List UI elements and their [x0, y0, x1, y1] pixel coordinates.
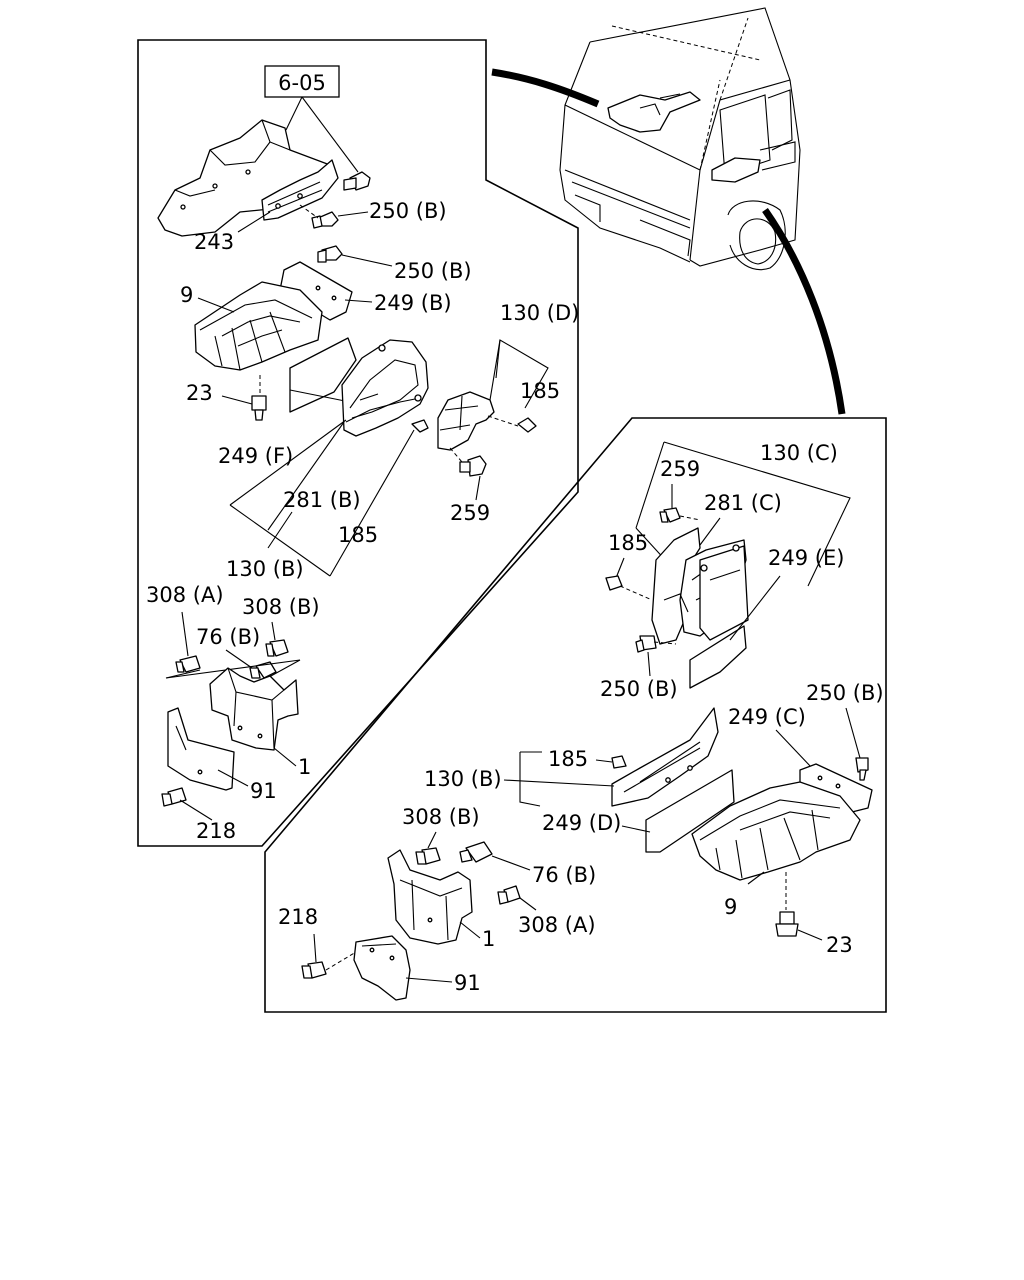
part-249e-plate: [689, 625, 747, 689]
label-9: 9: [180, 283, 193, 307]
label-130b: 130 (B): [226, 557, 304, 581]
label-218-right: 218: [278, 905, 318, 929]
part-281b-plate: [341, 339, 429, 437]
part-243-cover: [157, 119, 331, 237]
bolt-259-icon: [459, 455, 487, 477]
bolt-23-right-icon: [775, 911, 799, 937]
label-76b-right: 76 (B): [532, 863, 596, 887]
part-130c-assembly: [651, 527, 749, 645]
label-250b-1: 250 (B): [369, 199, 447, 223]
pointer-arrow-right: [762, 207, 846, 415]
bolt-185-right-panel-2-icon: [611, 755, 627, 769]
bolt-308a-right-icon: [497, 885, 521, 905]
bolt-259-right-icon: [659, 507, 681, 523]
label-91: 91: [250, 779, 277, 803]
part-130d-bracket: [437, 391, 495, 451]
bolt-308b-icon: [265, 639, 289, 657]
label-308a: 308 (A): [146, 583, 224, 607]
reference-label: 6-05: [278, 71, 326, 95]
bolt-185-left-icon: [411, 419, 429, 433]
label-130c-right: 130 (C): [760, 441, 838, 465]
label-281c-right: 281 (C): [704, 491, 782, 515]
bolt-76b-icon: [249, 661, 277, 679]
bolt-250b-right-2-icon: [855, 757, 869, 781]
left-panel-frame: [137, 39, 579, 847]
bolt-218-right-icon: [301, 961, 327, 979]
label-76b: 76 (B): [196, 625, 260, 649]
label-23: 23: [186, 381, 213, 405]
label-249c-right: 249 (C): [728, 705, 806, 729]
label-259-right: 259: [660, 457, 700, 481]
label-259: 259: [450, 501, 490, 525]
part-243-bracket: [261, 159, 339, 221]
bolt-250b-right-icon: [635, 635, 657, 653]
label-308a-right: 308 (A): [518, 913, 596, 937]
label-250b-right-1: 250 (B): [600, 677, 678, 701]
label-249e-right: 249 (E): [768, 546, 844, 570]
label-281b: 281 (B): [283, 488, 361, 512]
pointer-arrow-left: [491, 68, 600, 108]
part-91-plate-right: [353, 935, 411, 1001]
label-249b: 249 (B): [374, 291, 452, 315]
bolt-250b-second-icon: [317, 245, 343, 263]
label-130d: 130 (D): [500, 301, 579, 325]
label-185-right-1: 185: [608, 531, 648, 555]
part-9-step: [194, 281, 323, 371]
bolt-218-icon: [161, 787, 187, 807]
label-218: 218: [196, 819, 236, 843]
right-panel-frame: [264, 417, 887, 1013]
part-9-step-right: [691, 781, 861, 881]
label-243: 243: [194, 230, 234, 254]
label-249f: 249 (F): [218, 444, 293, 468]
label-130b-right: 130 (B): [424, 767, 502, 791]
label-91-right: 91: [454, 971, 481, 995]
label-308b: 308 (B): [242, 595, 320, 619]
label-185-2: 185: [338, 523, 378, 547]
part-249d-plate: [645, 769, 735, 853]
bolt-185-right-icon: [517, 417, 537, 433]
bolt-top-icon: [343, 171, 371, 191]
bolt-23-icon: [251, 395, 267, 421]
label-1-right: 1: [482, 927, 495, 951]
label-308b-right: 308 (B): [402, 805, 480, 829]
label-249d-right: 249 (D): [542, 811, 621, 835]
part-1-bracket-right: [387, 849, 473, 945]
bolt-308a-icon: [175, 655, 201, 673]
bolt-76b-right-icon: [459, 841, 493, 863]
label-185-right-2: 185: [548, 747, 588, 771]
bolt-185-right-panel-icon: [605, 575, 623, 591]
label-250b-2: 250 (B): [394, 259, 472, 283]
part-130b-right-plate: [611, 707, 719, 807]
label-23-right: 23: [826, 933, 853, 957]
bolt-308b-right-icon: [415, 847, 441, 865]
label-250b-right-2: 250 (B): [806, 681, 884, 705]
right-panel: 130 (C) 259 281 (C) 185 249 (E): [264, 417, 887, 1013]
left-panel: 6-05 250 (B): [137, 39, 579, 847]
part-1-bracket: [209, 667, 299, 751]
label-185-1: 185: [520, 379, 560, 403]
label-9-right: 9: [724, 895, 737, 919]
truck-cab-illustration: [559, 7, 801, 270]
bolt-250b-icon: [311, 211, 339, 229]
label-1: 1: [298, 755, 311, 779]
part-91-plate: [167, 707, 235, 791]
